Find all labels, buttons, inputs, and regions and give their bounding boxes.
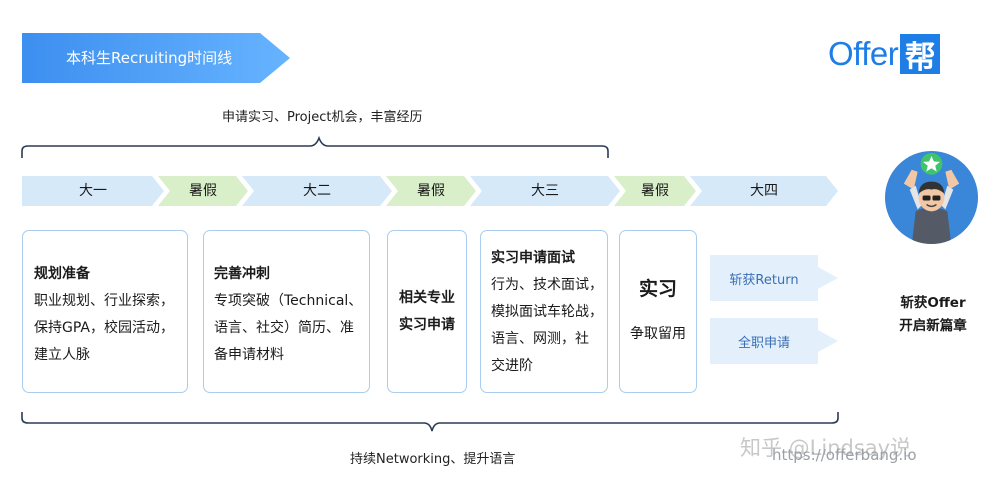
timeline-year-2: 大二: [242, 176, 392, 206]
offerbang-logo: Offer 帮: [828, 32, 941, 76]
card-year-1-line: 建立人脉: [34, 347, 90, 363]
card-year-2: 完善冲刺 专项突破（Technical、 语言、社交）简历、准 备申请材料: [203, 230, 370, 393]
return-offer-arrow: 斩获Return: [710, 255, 838, 301]
fulltime-application-arrow: 全职申请: [710, 318, 838, 364]
card-year-3-line: 模拟面试车轮战，: [491, 304, 603, 320]
card-summer-3-title: 实习: [638, 277, 677, 300]
final-result: 斩获Offer 开启新篇章: [874, 292, 992, 338]
card-year-3-title: 实习申请面试: [491, 250, 575, 266]
card-year-2-line: 语言、社交）简历、准: [214, 320, 354, 336]
timeline-year-3: 大三: [470, 176, 620, 206]
card-summer-3: 实习 争取留用: [619, 230, 697, 393]
card-year-1-line: 保持GPA，校园活动，: [34, 320, 174, 336]
return-offer-label: 斩获Return: [729, 272, 799, 288]
card-year-3: 实习申请面试 行为、技术面试， 模拟面试车轮战， 语言、网测，社 交进阶: [480, 230, 608, 393]
timeline: 大一 暑假 大二 暑假 大三 暑假 大四: [22, 176, 842, 206]
top-brace: [21, 135, 609, 158]
card-year-2-line: 备申请材料: [214, 347, 284, 363]
url-watermark: https://offerbang.io: [772, 446, 917, 464]
timeline-year-4: 大四: [690, 176, 838, 206]
card-year-2-title: 完善冲刺: [214, 266, 270, 282]
card-year-3-line: 交进阶: [491, 358, 533, 374]
final-line-1: 斩获Offer: [900, 295, 966, 311]
logo-text: Offer: [828, 35, 899, 72]
title-banner: 本科生Recruiting时间线: [22, 33, 290, 83]
bottom-note: 持续Networking、提升语言: [350, 452, 516, 467]
card-year-3-line: 语言、网测，社: [491, 331, 589, 347]
card-year-1: 规划准备 职业规划、行业探索， 保持GPA，校园活动， 建立人脉: [22, 230, 188, 393]
card-year-1-line: 职业规划、行业探索，: [34, 293, 174, 309]
card-summer-2: 相关专业 实习申请: [387, 230, 467, 393]
top-note: 申请实习、Project机会，丰富经历: [222, 110, 423, 125]
card-year-2-line: 专项突破（Technical、: [214, 293, 363, 309]
zhihu-watermark: 知乎 @Lindsay说: [740, 436, 912, 460]
card-summer-3-sub: 争取留用: [630, 325, 686, 342]
card-year-1-title: 规划准备: [34, 266, 90, 282]
fulltime-application-label: 全职申请: [737, 335, 790, 351]
bottom-brace: [21, 412, 839, 432]
timeline-summer-2: 暑假: [386, 176, 476, 206]
final-line-2: 开启新篇章: [899, 318, 967, 334]
logo-box: 帮: [900, 34, 941, 76]
timeline-year-1: 大一: [22, 176, 164, 206]
timeline-summer-1: 暑假: [158, 176, 248, 206]
card-year-3-line: 行为、技术面试，: [491, 277, 603, 293]
card-summer-2-line: 实习申请: [399, 316, 455, 333]
timeline-summer-3: 暑假: [614, 176, 696, 206]
card-summer-2-line: 相关专业: [399, 289, 455, 306]
celebrating-person-avatar: [884, 150, 979, 245]
